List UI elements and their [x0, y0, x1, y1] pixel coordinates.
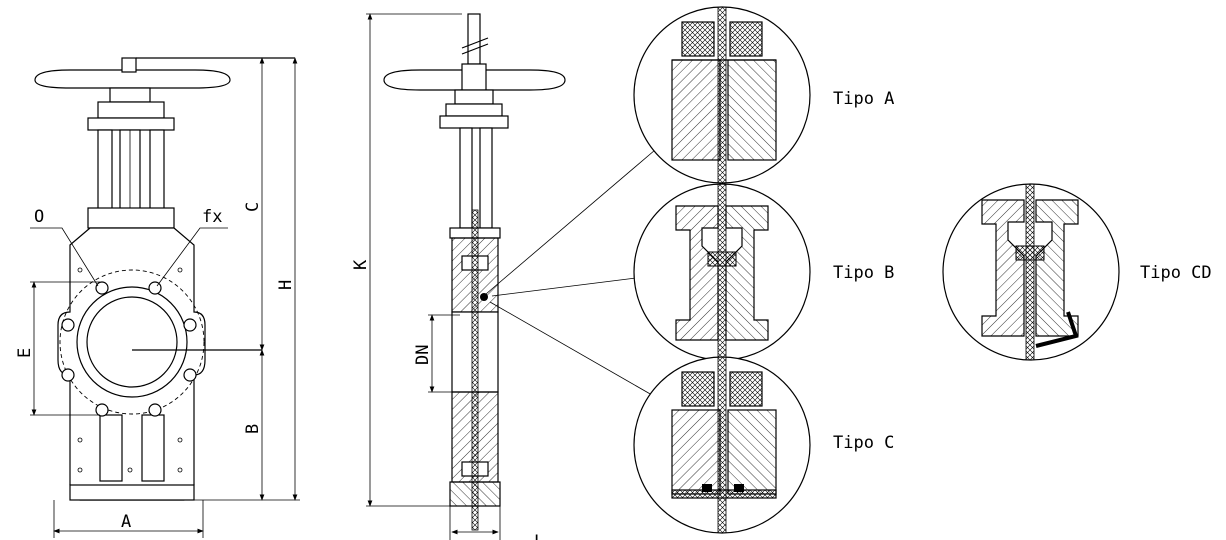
detail-tipo-a — [633, 6, 811, 184]
detail-tipo-cd — [942, 183, 1120, 361]
detail-label-tipo-cd: Tipo CD — [1140, 263, 1212, 283]
stem-top — [121, 57, 137, 73]
dim-label-h: H — [276, 280, 296, 290]
dim-label-c: C — [243, 202, 263, 212]
label-o: O — [34, 207, 44, 227]
detail-label-tipo-c: Tipo C — [833, 433, 894, 453]
detail-tipo-c — [633, 356, 811, 534]
dim-label-dn: DN — [413, 345, 433, 365]
dim-label-e: E — [15, 348, 35, 358]
detail-tipo-b — [633, 183, 811, 361]
dim-label-a: A — [121, 512, 131, 532]
front-view: O fx A E C B H — [15, 57, 300, 538]
label-fx: fx — [202, 207, 222, 227]
bolt-holes — [61, 267, 197, 473]
dim-label-k: K — [351, 259, 371, 270]
side-view: K DN L — [351, 13, 656, 540]
dim-label-b: B — [243, 424, 263, 434]
dim-label-l: L — [534, 532, 544, 540]
detail-label-tipo-a: Tipo A — [833, 89, 894, 109]
detail-label-tipo-b: Tipo B — [833, 263, 894, 283]
handwheel — [34, 69, 231, 89]
